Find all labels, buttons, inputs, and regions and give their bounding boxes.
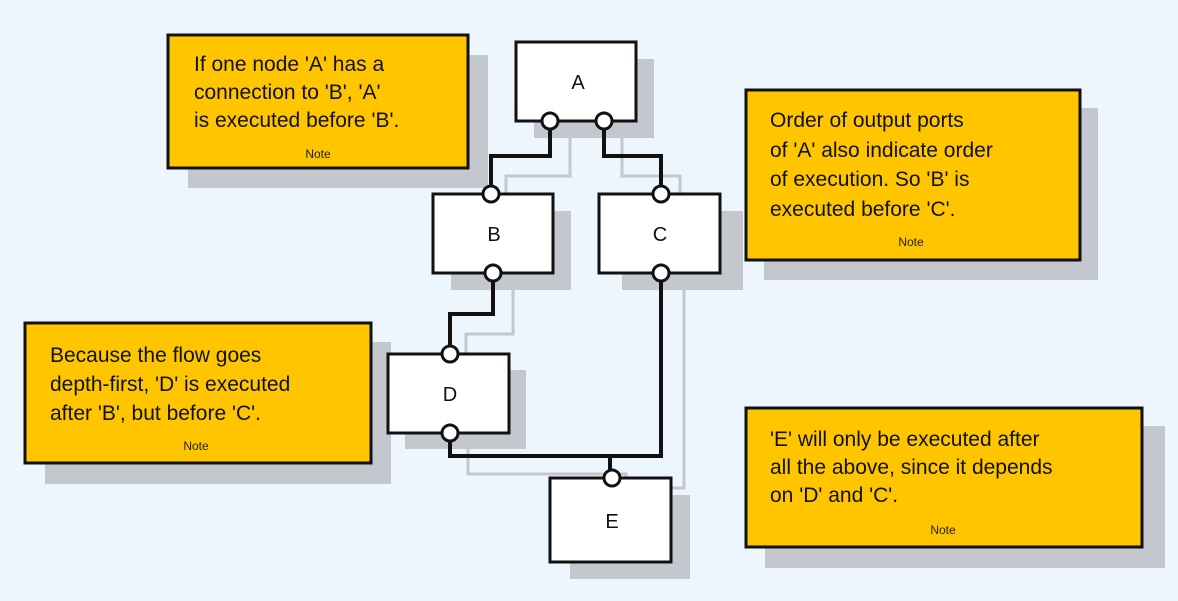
node-a-label: A [571, 72, 585, 94]
note-4-line-1: 'E' will only be executed after [770, 428, 1040, 451]
note-1-line-3: is executed before 'B'. [194, 109, 399, 132]
edge-a-c [602, 121, 663, 194]
note-1-box [166, 33, 470, 170]
note-4-label: Note [930, 523, 956, 537]
port-a-out-1[interactable] [540, 111, 560, 131]
note-3[interactable]: Because the flow goes depth-first, 'D' i… [23, 321, 373, 465]
ports [440, 111, 671, 488]
edge-shadow-c-e [624, 288, 686, 490]
note-3-label: Note [183, 439, 209, 453]
node-b[interactable]: B [431, 192, 555, 275]
note-1[interactable]: If one node 'A' has a connection to 'B',… [166, 33, 470, 170]
port-b-out[interactable] [483, 263, 503, 283]
nodes: A B C D E [386, 40, 722, 564]
node-d-label: D [443, 384, 457, 406]
note-2-line-1: Order of output ports [770, 109, 964, 132]
port-a-out-2[interactable] [594, 111, 614, 131]
note-3-line-2: depth-first, 'D' is executed [50, 373, 290, 396]
node-d-box [386, 352, 511, 435]
edge-shadow-b-d [464, 288, 515, 364]
note-2-line-3: of execution. So 'B' is [770, 168, 969, 191]
note-2[interactable]: Order of output ports of 'A' also indica… [744, 88, 1082, 262]
port-d-out[interactable] [440, 423, 460, 443]
port-c-out[interactable] [651, 263, 671, 283]
note-4-line-3: on 'D' and 'C'. [770, 484, 898, 507]
port-c-in[interactable] [651, 184, 671, 204]
edge-shadow-a-c [620, 136, 682, 197]
note-3-line-3: after 'B', but before 'C'. [50, 402, 261, 425]
note-4[interactable]: 'E' will only be executed after all the … [744, 406, 1144, 549]
port-e-in[interactable] [602, 468, 622, 488]
node-a-box [514, 40, 638, 123]
note-1-line-1: If one node 'A' has a [194, 53, 384, 76]
port-b-in[interactable] [481, 184, 501, 204]
edge-shadow-a-b [504, 136, 572, 198]
note-2-line-4: executed before 'C'. [770, 198, 955, 221]
node-c[interactable]: C [597, 192, 722, 275]
note-3-line-1: Because the flow goes [50, 344, 261, 367]
edge-a-b [489, 121, 552, 194]
note-4-box [744, 406, 1144, 549]
notes: If one node 'A' has a connection to 'B',… [23, 33, 1144, 549]
note-2-box [744, 88, 1082, 262]
note-2-line-2: of 'A' also indicate order [770, 139, 993, 162]
node-c-label: C [653, 224, 667, 246]
note-1-line-2: connection to 'B', 'A' [194, 81, 380, 104]
node-b-label: B [487, 224, 500, 246]
node-a[interactable]: A [514, 40, 638, 123]
node-e-label: E [605, 511, 618, 533]
edge-c-e [608, 273, 663, 478]
note-4-line-2: all the above, since it depends [770, 456, 1053, 479]
note-2-label: Note [898, 235, 924, 249]
edge-b-d [448, 273, 495, 354]
note-1-label: Note [305, 147, 331, 161]
node-e-box [548, 476, 673, 564]
node-e[interactable]: E [548, 476, 673, 564]
note-3-box [23, 321, 373, 465]
node-d[interactable]: D [386, 352, 511, 435]
port-d-in[interactable] [440, 344, 460, 364]
